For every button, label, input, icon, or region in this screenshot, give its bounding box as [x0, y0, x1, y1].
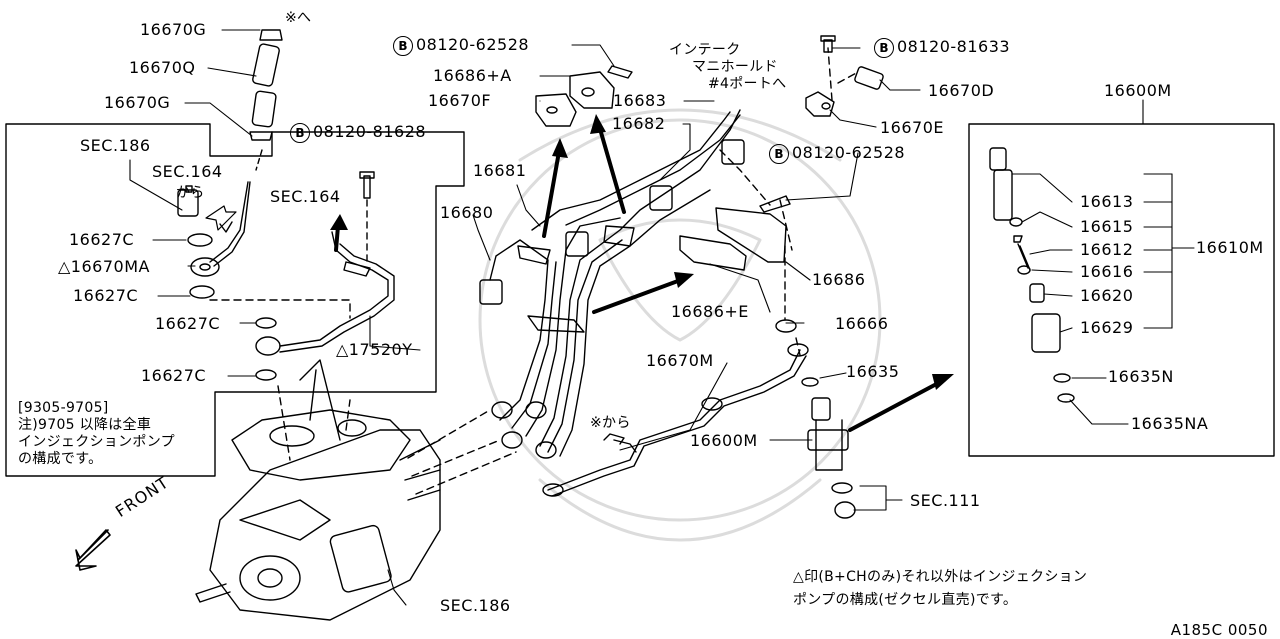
part-16627c-2-label[interactable]: 16627C [73, 286, 139, 305]
part-16627c-3-label[interactable]: 16627C [155, 314, 221, 333]
injection-pipes [479, 109, 745, 459]
direction-arrows [334, 120, 946, 432]
right-group-box [968, 123, 1275, 457]
bottom-note-2: ポンプの構成(ゼクセル直売)です。 [793, 592, 1018, 608]
part-16666-label[interactable]: 16666 [835, 314, 889, 333]
period-note-1: [9305-9705] [18, 400, 109, 416]
part-16613-label[interactable]: 16613 [1080, 192, 1134, 211]
part-16635-label[interactable]: 16635 [846, 362, 900, 381]
part-16686a-label[interactable]: 16686+A [433, 66, 512, 85]
period-note-4: の構成です。 [18, 451, 103, 467]
sec164-label[interactable]: SEC.164 [152, 162, 223, 181]
part-16612-label[interactable]: 16612 [1080, 240, 1134, 259]
part-16670ma-label[interactable]: △16670MA [58, 257, 150, 276]
part-16670g-top-label[interactable]: 16670G [140, 20, 207, 39]
part-16600m-mid-label[interactable]: 16600M [690, 431, 758, 450]
sec164-arrow-label[interactable]: SEC.164 [270, 187, 341, 206]
bottom-note-1: △印(B+CHのみ)それ以外はインジェクション [793, 569, 1088, 585]
sec186-top-label[interactable]: SEC.186 [80, 136, 151, 155]
pump-fittings [177, 171, 395, 381]
bolt-code: 08120-62528 [792, 143, 906, 162]
part-16683-label[interactable]: 16683 [613, 91, 667, 110]
bolt-b-icon: B [290, 122, 310, 143]
part-16635na-label[interactable]: 16635NA [1131, 414, 1209, 433]
part-16686e-label[interactable]: 16686+E [671, 302, 749, 321]
injector-mid [807, 397, 856, 519]
watermark [478, 108, 882, 542]
part-16616-label[interactable]: 16616 [1080, 262, 1134, 281]
bolt-b-icon: B [874, 37, 894, 58]
part-16682-label[interactable]: 16682 [612, 114, 666, 133]
sec186-bottom-label[interactable]: SEC.186 [440, 596, 511, 615]
top-hose [209, 29, 283, 267]
part-16670f-label[interactable]: 16670F [428, 91, 492, 110]
intake-note-2: マニホールド [692, 59, 778, 75]
part-16610m-label[interactable]: 16610M [1196, 238, 1264, 257]
part-16629-label[interactable]: 16629 [1080, 318, 1134, 337]
part-16680-label[interactable]: 16680 [440, 203, 494, 222]
leader-lines [129, 29, 1195, 606]
part-16670g-mid-label[interactable]: 16670G [104, 93, 171, 112]
injector-exploded [989, 147, 1075, 403]
dashed-links [209, 47, 859, 495]
ref-mark-he: ※へ [285, 10, 312, 26]
intake-fittings [805, 35, 884, 117]
part-16627c-4-label[interactable]: 16627C [141, 366, 207, 385]
period-note-2: 注)9705 以降は全車 [18, 417, 152, 433]
pipe-clamps [535, 65, 791, 271]
period-note-3: インジェクションポンプ [18, 434, 175, 450]
left-group-box [5, 123, 465, 477]
part-16620-label[interactable]: 16620 [1080, 286, 1134, 305]
part-17520y-label[interactable]: △17520Y [336, 340, 413, 359]
part-16670e-label[interactable]: 16670E [880, 118, 945, 137]
part-16670m-label[interactable]: 16670M [646, 351, 714, 370]
reference-code: A185C 0050 [1170, 621, 1268, 639]
part-16686-label[interactable]: 16686 [812, 270, 866, 289]
front-arrow [75, 529, 111, 571]
bolt-b-icon: B [769, 143, 789, 164]
part-16627c-1-label[interactable]: 16627C [69, 230, 135, 249]
bolt-b-icon: B [393, 35, 413, 56]
bolt-code: 08120-81633 [897, 37, 1011, 56]
bolt-code: 08120-62528 [416, 35, 530, 54]
outline-arrow [205, 205, 237, 231]
part-16670q-label[interactable]: 16670Q [129, 58, 196, 77]
intake-note-1: インテーク [669, 42, 741, 58]
part-16615-label[interactable]: 16615 [1080, 217, 1134, 236]
intake-note-3: #4ポートへ [708, 76, 787, 92]
part-16670d-label[interactable]: 16670D [928, 81, 995, 100]
return-pipe [542, 319, 819, 497]
injection-pump [195, 359, 441, 621]
part-16635n-label[interactable]: 16635N [1108, 367, 1174, 386]
part-16681-label[interactable]: 16681 [473, 161, 527, 180]
ref-mark-from: ※から [590, 415, 631, 431]
part-16600m-top-label[interactable]: 16600M [1104, 81, 1172, 100]
bolt-code: 08120-81628 [313, 122, 427, 141]
sec164-from-label: から [176, 185, 205, 201]
sec111-label[interactable]: SEC.111 [910, 491, 981, 510]
